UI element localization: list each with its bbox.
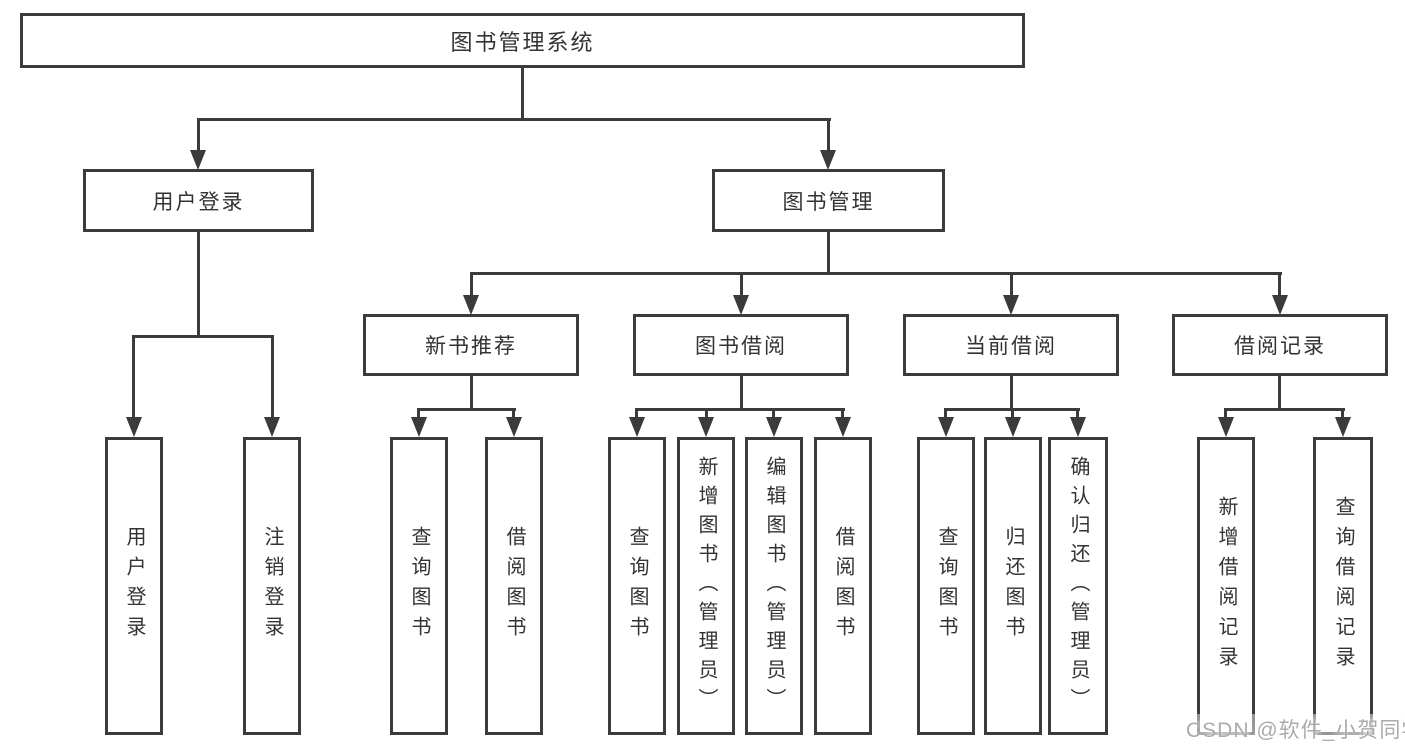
node-current-borrow: 当前借阅	[903, 314, 1119, 376]
connector-new-book-stem	[470, 376, 473, 411]
connector-user-login-stem	[197, 232, 200, 338]
arrowhead-user-login	[190, 150, 206, 170]
leaf-user-login: 用户登录	[105, 437, 163, 735]
arrowhead-book-borrow	[733, 295, 749, 315]
connector-to-book-management	[827, 118, 830, 151]
connector-to-current-borrow	[1010, 272, 1013, 296]
node-book-management: 图书管理	[712, 169, 945, 232]
connector-book-management-branch	[470, 272, 1282, 275]
leaf-edit-book-admin: 编辑图书（管理员）	[745, 437, 803, 735]
leaf-borrow-book-1: 借阅图书	[485, 437, 543, 735]
leaf-add-borrow-record: 新增借阅记录	[1197, 437, 1255, 735]
connector-root-stem	[521, 68, 524, 121]
node-user-login: 用户登录	[83, 169, 314, 232]
leaf-query-book-2: 查询图书	[608, 437, 666, 735]
arrowhead-borrow-1	[506, 417, 522, 437]
connector-to-query-3	[944, 408, 947, 420]
connector-to-borrow-1	[512, 408, 515, 420]
arrowhead-edit-book	[766, 417, 782, 437]
arrowhead-book-management	[820, 150, 836, 170]
node-book-borrow: 图书借阅	[633, 314, 849, 376]
connector-to-user-login	[197, 118, 200, 151]
connector-to-book-borrow	[740, 272, 743, 296]
connector-user-login-branch	[132, 335, 274, 338]
connector-to-new-book	[470, 272, 473, 296]
node-library-system: 图书管理系统	[20, 13, 1025, 68]
connector-borrow-record-stem	[1278, 376, 1281, 411]
connector-to-add-record	[1224, 408, 1227, 420]
arrowhead-leaf-logout	[264, 417, 280, 437]
connector-to-confirm-return	[1076, 408, 1079, 420]
leaf-query-borrow-record: 查询借阅记录	[1313, 437, 1373, 735]
connector-to-leaf-logout	[271, 335, 274, 418]
arrowhead-confirm-return	[1070, 417, 1086, 437]
arrowhead-query-3	[938, 417, 954, 437]
connector-to-borrow-2	[841, 408, 844, 420]
connector-current-borrow-stem	[1010, 376, 1013, 411]
arrowhead-new-book	[463, 295, 479, 315]
arrowhead-query-record	[1335, 417, 1351, 437]
leaf-logout: 注销登录	[243, 437, 301, 735]
arrowhead-borrow-2	[835, 417, 851, 437]
arrowhead-query-1	[411, 417, 427, 437]
leaf-query-book-1: 查询图书	[390, 437, 448, 735]
connector-book-borrow-stem	[740, 376, 743, 411]
arrowhead-add-book	[698, 417, 714, 437]
arrowhead-current-borrow	[1003, 295, 1019, 315]
connector-new-book-branch	[418, 408, 516, 411]
connector-to-add-book	[705, 408, 708, 420]
arrowhead-add-record	[1218, 417, 1234, 437]
connector-borrow-record-branch	[1225, 408, 1345, 411]
leaf-add-book-admin: 新增图书（管理员）	[677, 437, 735, 735]
arrowhead-query-2	[629, 417, 645, 437]
connector-to-borrow-record	[1278, 272, 1281, 296]
csdn-watermark: CSDN @软件_小贺同学	[1186, 714, 1405, 744]
connector-to-query-record	[1341, 408, 1344, 420]
connector-book-borrow-branch	[636, 408, 845, 411]
connector-book-management-stem	[827, 232, 830, 275]
leaf-return-book: 归还图书	[984, 437, 1042, 735]
node-new-book-recommend: 新书推荐	[363, 314, 579, 376]
leaf-query-book-3: 查询图书	[917, 437, 975, 735]
connector-to-return-book	[1011, 408, 1014, 420]
connector-to-edit-book	[772, 408, 775, 420]
node-borrow-record: 借阅记录	[1172, 314, 1388, 376]
arrowhead-leaf-user-login	[126, 417, 142, 437]
connector-to-query-2	[635, 408, 638, 420]
arrowhead-borrow-record	[1272, 295, 1288, 315]
connector-to-query-1	[417, 408, 420, 420]
arrowhead-return-book	[1005, 417, 1021, 437]
leaf-confirm-return-admin: 确认归还（管理员）	[1048, 437, 1108, 735]
connector-to-leaf-user-login	[132, 335, 135, 418]
connector-root-branch	[197, 118, 831, 121]
leaf-borrow-book-2: 借阅图书	[814, 437, 872, 735]
